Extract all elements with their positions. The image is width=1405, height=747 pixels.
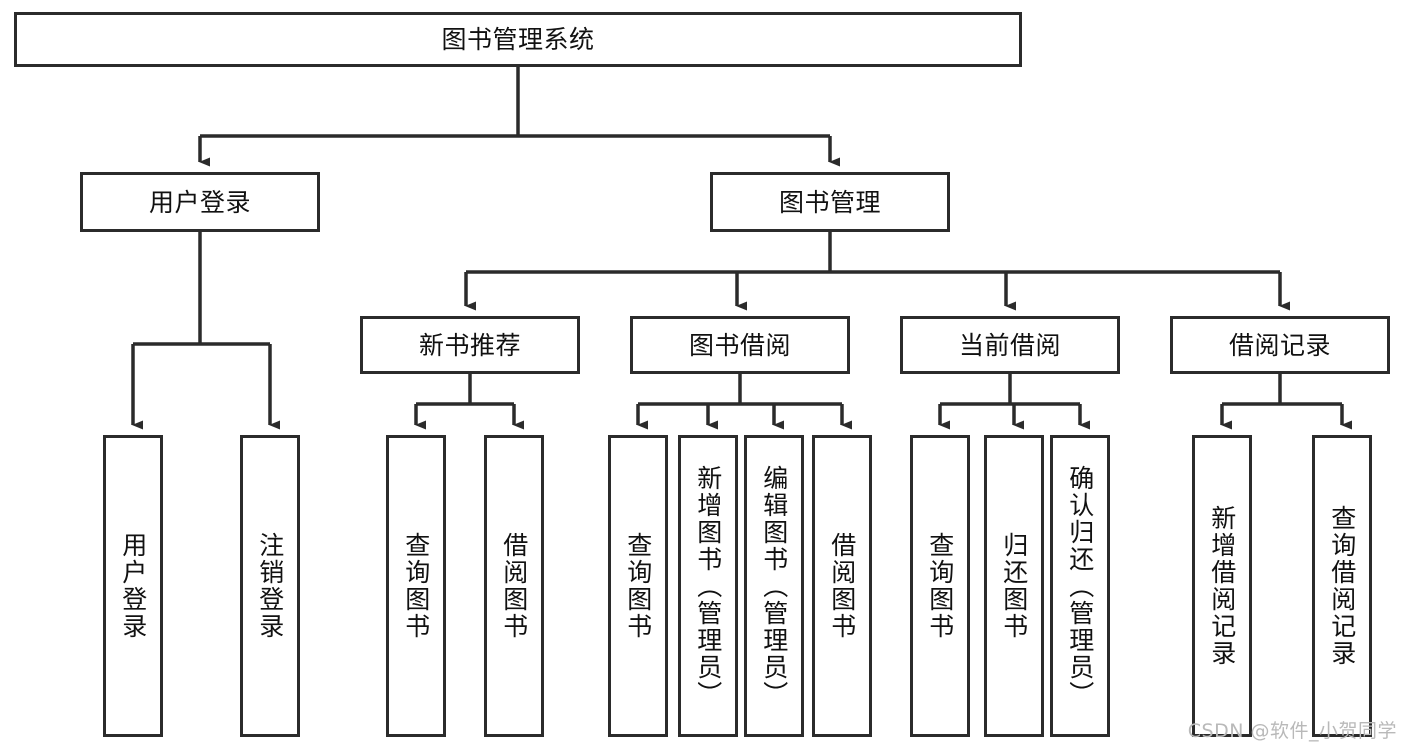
- node-book-manage[interactable]: 图书管理: [710, 172, 950, 232]
- node-root-label: 图书管理系统: [441, 25, 595, 54]
- leaf-edit-book[interactable]: 编辑图书（管理员）: [744, 435, 804, 737]
- leaf-return-book-label: 归还图书: [999, 532, 1029, 640]
- csdn-watermark: CSDN @软件_小贺同学: [1187, 720, 1397, 742]
- node-current-borrow-label: 当前借阅: [958, 330, 1061, 360]
- leaf-query-book-a-label: 查询图书: [401, 532, 431, 640]
- leaf-query-book-b-label: 查询图书: [623, 532, 653, 640]
- node-borrow-record-label: 借阅记录: [1228, 330, 1331, 360]
- leaf-query-borrow-record-label: 查询借阅记录: [1327, 505, 1357, 667]
- leaf-user-login[interactable]: 用户登录: [103, 435, 163, 737]
- leaf-add-borrow-record[interactable]: 新增借阅记录: [1192, 435, 1252, 737]
- node-book-manage-label: 图书管理: [778, 187, 881, 217]
- leaf-query-borrow-record[interactable]: 查询借阅记录: [1312, 435, 1372, 737]
- leaf-borrow-book-b[interactable]: 借阅图书: [812, 435, 872, 737]
- leaf-borrow-book-b-label: 借阅图书: [827, 532, 857, 640]
- leaf-edit-book-label: 编辑图书（管理员）: [759, 464, 789, 708]
- leaf-confirm-return-label: 确认归还（管理员）: [1065, 464, 1095, 708]
- leaf-borrow-book-a-label: 借阅图书: [499, 532, 529, 640]
- leaf-query-book-a[interactable]: 查询图书: [386, 435, 446, 737]
- leaf-logout-label: 注销登录: [255, 532, 285, 640]
- leaf-add-borrow-record-label: 新增借阅记录: [1207, 505, 1237, 667]
- node-borrow-record[interactable]: 借阅记录: [1170, 316, 1390, 374]
- leaf-borrow-book-a[interactable]: 借阅图书: [484, 435, 544, 737]
- node-book-borrow[interactable]: 图书借阅: [630, 316, 850, 374]
- leaf-query-book-c[interactable]: 查询图书: [910, 435, 970, 737]
- leaf-query-book-c-label: 查询图书: [925, 532, 955, 640]
- node-user-login[interactable]: 用户登录: [80, 172, 320, 232]
- leaf-user-login-label: 用户登录: [118, 532, 148, 640]
- leaf-confirm-return[interactable]: 确认归还（管理员）: [1050, 435, 1110, 737]
- node-book-borrow-label: 图书借阅: [688, 330, 791, 360]
- leaf-add-book[interactable]: 新增图书（管理员）: [678, 435, 738, 737]
- leaf-return-book[interactable]: 归还图书: [984, 435, 1044, 737]
- leaf-add-book-label: 新增图书（管理员）: [693, 464, 723, 708]
- node-new-book-recommend[interactable]: 新书推荐: [360, 316, 580, 374]
- node-user-login-label: 用户登录: [148, 187, 251, 217]
- leaf-logout[interactable]: 注销登录: [240, 435, 300, 737]
- leaf-query-book-b[interactable]: 查询图书: [608, 435, 668, 737]
- node-current-borrow[interactable]: 当前借阅: [900, 316, 1120, 374]
- node-root[interactable]: 图书管理系统: [14, 12, 1022, 67]
- node-new-book-recommend-label: 新书推荐: [418, 330, 521, 360]
